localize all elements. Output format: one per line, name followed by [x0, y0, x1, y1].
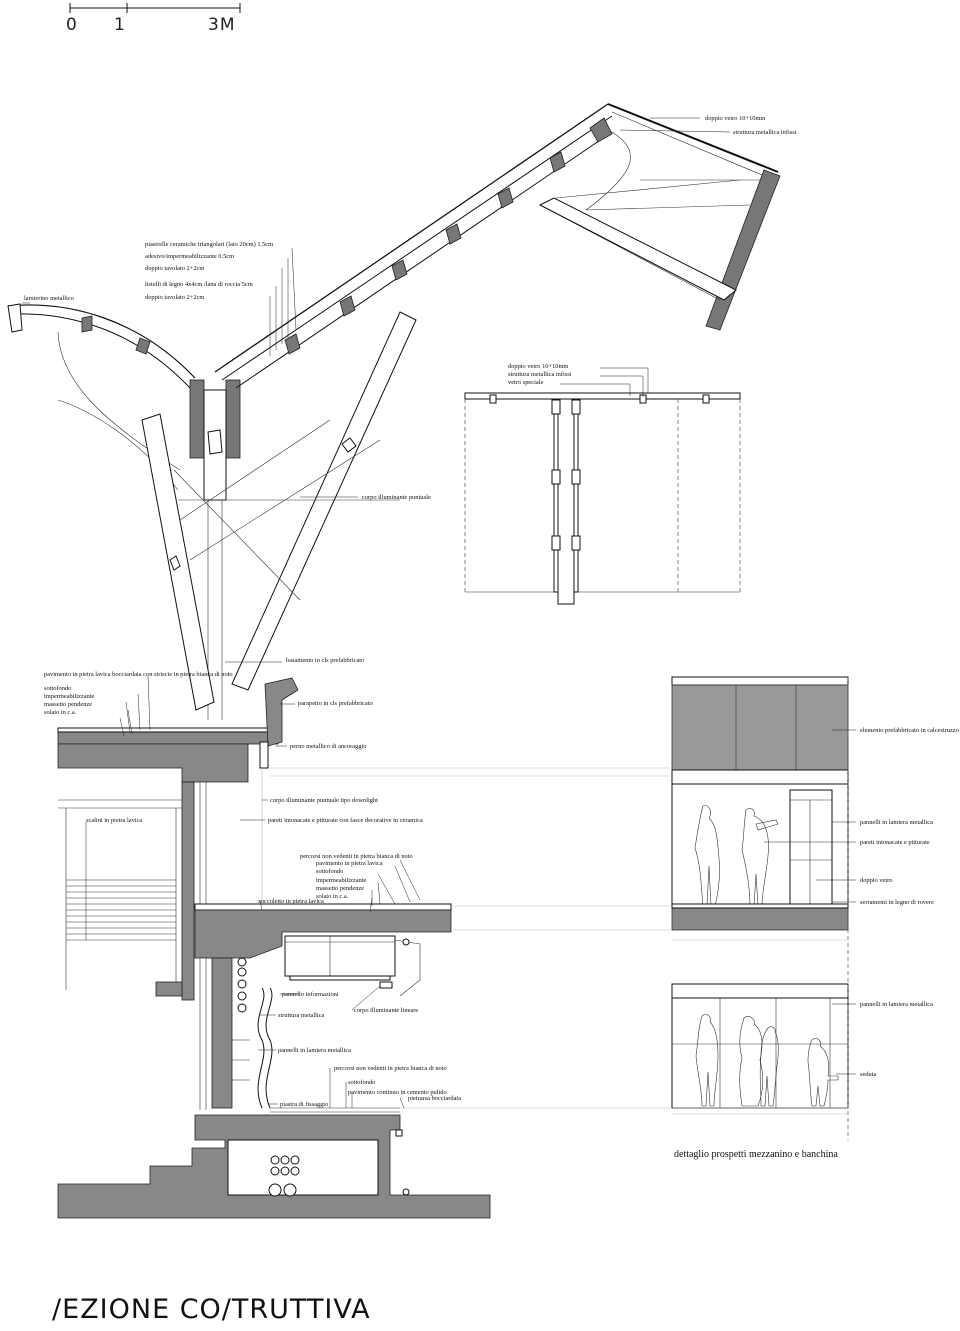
- roof-label-double-board-2: doppio tavolato 2+2cm: [145, 294, 204, 301]
- mezz-label-linear-light: corpo illuminante lineare: [354, 1007, 418, 1014]
- elev-label-painted-walls: pareti intonacate e pitturate: [860, 839, 930, 846]
- upper-floor-section: pavimento in pietra lavica bocciardata c…: [44, 657, 670, 1110]
- floor-label-anchor-pin: perno metallico di ancoraggio: [290, 743, 366, 750]
- mezz-label-lava-paving: pavimento in pietra lavica: [316, 860, 383, 867]
- mezz-label-screed: sottofondo: [316, 868, 343, 875]
- scale-label-0: 0: [66, 15, 78, 35]
- elev-label-oak-frames: serramenti in legno di rovere: [860, 899, 934, 906]
- roof-label-spot-light: corpo illuminante puntuale: [362, 494, 431, 501]
- drawing-title: /EZIONE CO/TRUTTIVA: [52, 1294, 371, 1325]
- mezz-label-bush-hammered-stone: pietrarsa bocciardata: [408, 1095, 461, 1102]
- human-figures-upper: [694, 805, 779, 907]
- floor-label-waterproofing-1: impermeabilizzante: [44, 693, 95, 700]
- elevation-detail: elemento prefabbricato in calcestruzzo p…: [671, 676, 959, 1160]
- elevation-caption: dettaglio prospetti mezzanino e banchina: [674, 1149, 838, 1160]
- roof-label-double-board-1: doppio tavolato 2+2cm: [145, 265, 204, 272]
- roof-structure: doppio vetro 10+10mm struttura metallica…: [7, 103, 797, 720]
- roof-label-ceramic-tiles: piastrelle ceramiche triangolari (lato 2…: [145, 241, 273, 248]
- pipe-bundle: [237, 938, 410, 1013]
- floor-label-lava-steps: scalini in pietra lavica: [86, 817, 142, 824]
- floor-label-paving: pavimento in pietra lavica bocciardata c…: [44, 671, 233, 678]
- mezz-label-skirting: zoccoletto in pietra lavica: [258, 898, 324, 905]
- scale-label-1: 1: [114, 15, 126, 35]
- mezzanine-section: percorsi non vedenti in pietra bianca di…: [57, 853, 670, 1219]
- elev-label-double-glass: doppio vetro: [860, 877, 892, 884]
- elev-label-metal-panels-upper: pannelli in lamiera metallica: [860, 819, 933, 826]
- glass-roof-detail: doppio vetro 10+10mm struttura metallica…: [464, 363, 741, 605]
- mezz-label-metal-structure: struttura metallica: [278, 1012, 324, 1019]
- detail-label-double-glass: doppio vetro 10+10mm: [508, 363, 568, 370]
- floor-label-precast-base: basamento in cls prefabbricato: [286, 657, 364, 664]
- mezz-label-info-panel: pannello informazioni: [282, 991, 339, 998]
- floor-label-screed-1: sottofondo: [44, 685, 71, 692]
- mezz-label-cement-floor: pavimento continuo in cemento pulido: [348, 1089, 447, 1096]
- mezz-label-fixing-plate: piastra di fissaggio: [280, 1101, 328, 1108]
- floor-label-slope-screed-1: massetto pendenze: [44, 701, 92, 708]
- mezz-label-metal-panels: pannelli in lamiera metallica: [278, 1047, 351, 1054]
- scale-label-3m: 3M: [208, 15, 235, 35]
- conduit-grid: [268, 1155, 300, 1197]
- floor-label-precast-parapet: parapetto in cls prefabbricato: [298, 700, 373, 707]
- floor-label-downlight: corpo illuminante puntuale tipo downligh…: [270, 797, 378, 804]
- detail-label-special-glass: vetro speciale: [508, 379, 543, 386]
- roof-label-metal-sheet: lamierino metallico: [24, 295, 74, 302]
- mezz-label-tactile-path: percorsi non vedenti in pietra bianca di…: [300, 853, 413, 860]
- mezz-label-screed-2: sottofondo: [348, 1079, 375, 1086]
- roof-label-adhesive: adesivo/impermeabilizzante 0.5cm: [145, 253, 234, 260]
- roof-label-metal-frame: struttura metallica infissi: [733, 129, 797, 136]
- stair-lines: [66, 879, 176, 941]
- mezz-label-slab: solaio in c.a.: [316, 893, 349, 900]
- scale-bar: 0 1 3M: [66, 3, 241, 35]
- elev-label-seat: seduta: [860, 1071, 876, 1078]
- mezz-label-tactile-path-2: percorsi non vedenti in pietra bianca di…: [334, 1065, 447, 1072]
- mezz-label-slope-screed: massetto pendenze: [316, 885, 364, 892]
- elev-label-metal-panels-lower: pannelli in lamiera metallica: [860, 1001, 933, 1008]
- roof-label-double-glass: doppio vetro 10+10mm: [705, 115, 765, 122]
- elev-label-precast-concrete: elemento prefabbricato in calcestruzzo: [860, 727, 959, 734]
- detail-label-metal-frame: struttura metallica infissi: [508, 371, 572, 378]
- roof-label-battens: listelli di legno 4x4cm /lana di roccia …: [145, 281, 253, 288]
- human-figures-lower: [695, 1014, 839, 1107]
- floor-label-painted-walls: pareti intonacate e pitturate con fasce …: [268, 817, 423, 824]
- floor-label-slab-1: solaio in c.a.: [44, 709, 77, 716]
- mezz-label-waterproofing: impermeabilizzante: [316, 877, 367, 884]
